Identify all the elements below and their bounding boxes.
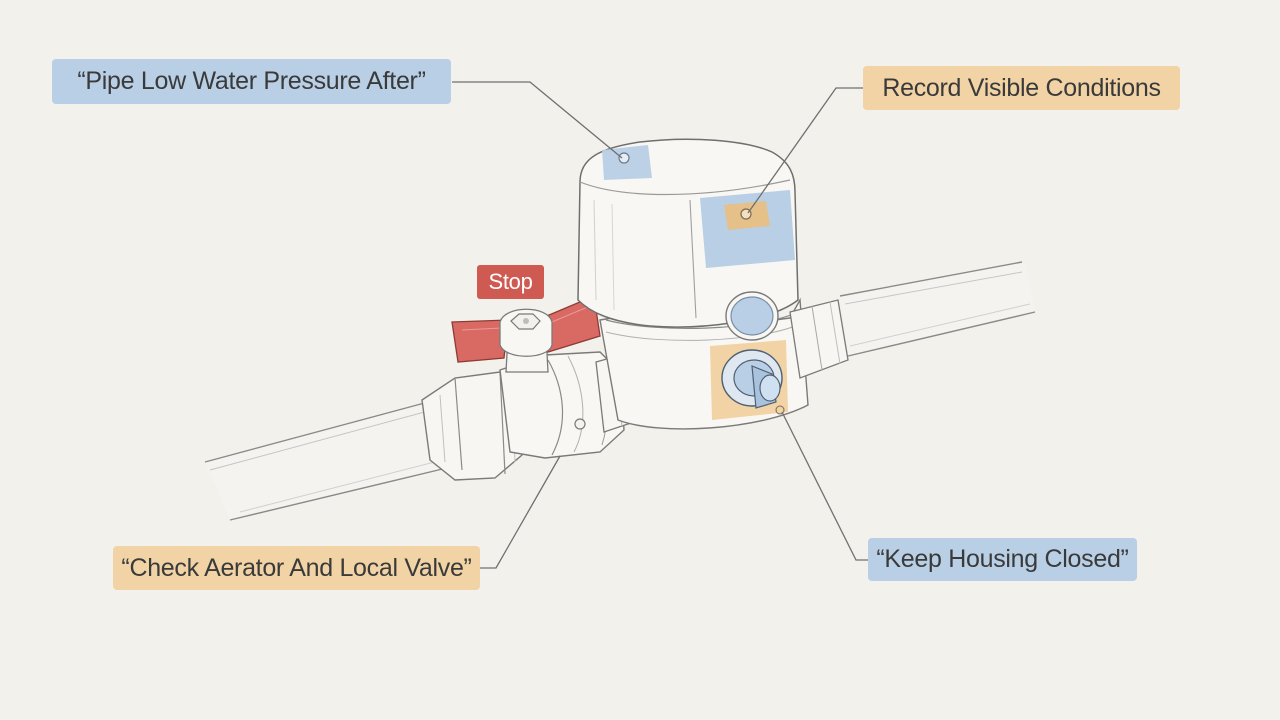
outlet-coupling	[789, 299, 849, 379]
leader-keep-housing	[781, 411, 868, 561]
callout-stop: Stop	[477, 265, 544, 299]
meter-housing	[577, 138, 799, 328]
left-pipe	[204, 400, 456, 521]
leader-check-aerator	[480, 455, 561, 569]
sight-glass	[725, 291, 779, 341]
leader-pipe-pressure	[452, 81, 623, 159]
right-pipe	[839, 261, 1036, 357]
leader-lines	[452, 81, 868, 569]
test-port	[710, 340, 788, 420]
housing-top-marker	[602, 145, 652, 180]
hex-nut-fitting	[421, 371, 523, 481]
callout-pipe-low-pressure: “Pipe Low Water Pressure After”	[52, 59, 451, 104]
leader-record-conditions	[747, 87, 864, 214]
display-window	[700, 190, 795, 268]
callout-check-aerator: “Check Aerator And Local Valve”	[113, 546, 480, 590]
callout-keep-housing-closed: “Keep Housing Closed”	[868, 538, 1137, 581]
callout-record-visible-conditions: Record Visible Conditions	[863, 66, 1180, 110]
valve-handle	[451, 295, 601, 373]
